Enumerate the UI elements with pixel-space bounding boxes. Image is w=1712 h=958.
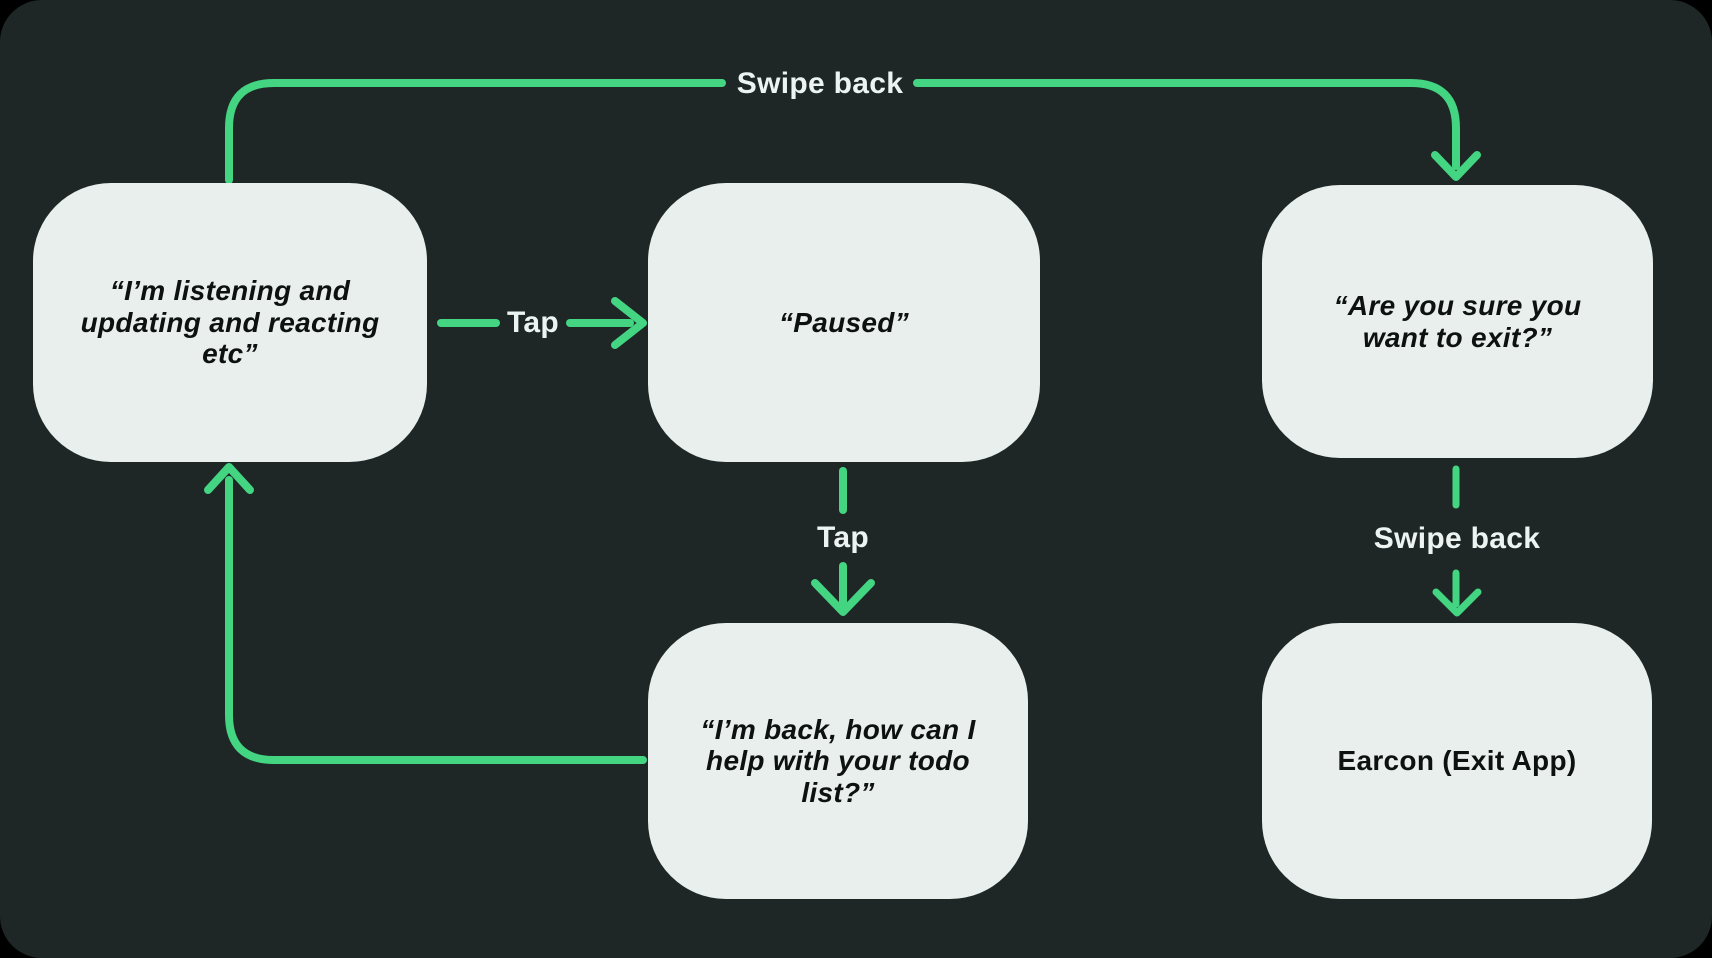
- edge-swipe-back-top-right-segment: [913, 79, 1460, 170]
- node-earcon-exit-app: Earcon (Exit App): [1262, 623, 1652, 899]
- edge-resume-loop-segment: [225, 476, 647, 764]
- edge-tap-pause: [437, 297, 647, 349]
- edge-resume-loop: [204, 463, 647, 764]
- edge-label-tap-pause: Tap: [506, 306, 560, 339]
- edge-tap-resume: [811, 467, 875, 616]
- edge-label-swipe-back-top: Swipe back: [736, 67, 904, 100]
- arrowhead-up-icon: [204, 463, 254, 494]
- node-paused-state: “Paused”: [648, 183, 1040, 462]
- arrowhead-down-icon: [1432, 588, 1482, 617]
- node-listening-state: “I’m listening and updating and reacting…: [33, 183, 427, 462]
- edge-swipe-back-exit: [1432, 465, 1482, 617]
- arrowhead-down-icon: [1431, 151, 1481, 181]
- edge-label-swipe-back-exit: Swipe back: [1373, 522, 1541, 555]
- edge-swipe-back-top-left-segment: [225, 79, 726, 184]
- edge-label-tap-resume: Tap: [816, 521, 870, 554]
- arrowhead-down-icon: [811, 579, 875, 616]
- edge-swipe-back-top: [225, 79, 1481, 184]
- arrowhead-right-icon: [611, 297, 647, 349]
- node-confirm-exit-state: “Are you sure you want to exit?”: [1262, 185, 1653, 458]
- node-resume-state: “I’m back, how can I help with your todo…: [648, 623, 1028, 899]
